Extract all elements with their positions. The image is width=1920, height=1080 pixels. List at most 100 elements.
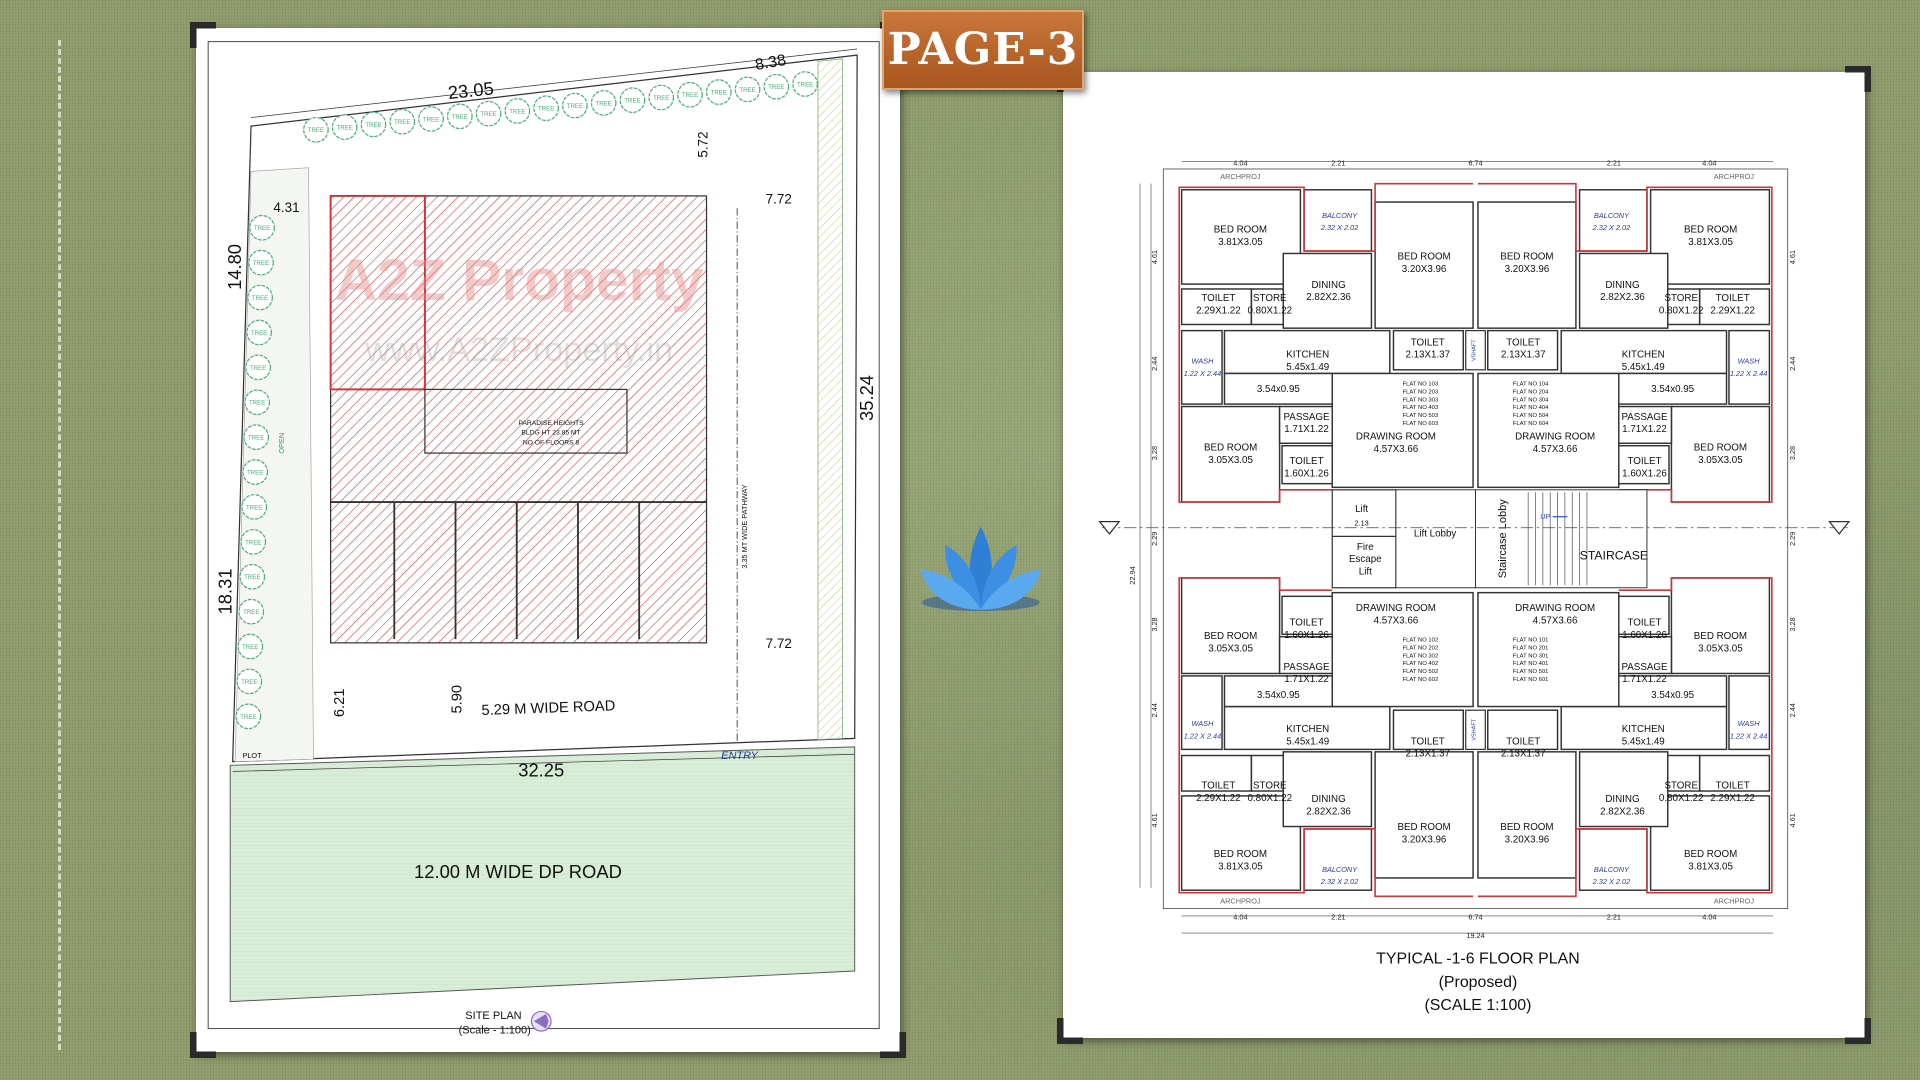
tree-label: TREE [242,644,258,651]
room-name: STORE [1664,781,1698,792]
room-size: 4.57X3.66 [1374,444,1419,455]
dim-side: 2.29 [1150,532,1159,546]
dim-side: 2.44 [1788,703,1797,717]
room-wall [1649,189,1771,285]
dim-bottom: 4.04 [1702,913,1716,922]
room-name: BED ROOM [1684,849,1737,860]
flat-boundary [1477,182,1773,503]
room-name: BED ROOM [1500,822,1553,833]
dim-top: 2.21 [1607,158,1621,167]
flat-number: FLAT NO 603 [1403,421,1439,427]
dim-side: 3.28 [1788,446,1797,460]
tree-label: TREE [653,95,669,102]
site-plan-title: SITE PLAN [465,1010,521,1022]
tree-symbol: TREE [240,528,267,555]
room-wall [1560,329,1728,375]
room-name: TOILET [1411,337,1445,348]
flat-boundary [1178,577,1474,898]
room-size: 3.81X3.05 [1688,861,1733,872]
room-wall [1223,372,1333,405]
room-name: BALCONY [1594,211,1630,220]
tree-symbol: TREE [619,87,646,114]
room-name: TOILET [1289,456,1323,467]
page-badge: PAGE-3 [882,10,1084,90]
floor-plan-scale: (SCALE 1:100) [1424,997,1531,1014]
lift-lobby-label: Lift Lobby [1414,528,1457,539]
tree-label: TREE [308,127,324,134]
fire-lift-label: Lift [1359,566,1372,577]
dim-top: 23.05 [447,77,495,103]
tree-symbol: TREE [734,76,761,103]
room-size: 3.81X3.05 [1218,237,1263,248]
tree-label: TREE [241,679,257,686]
room-size: 0.80X1.22 [1247,793,1292,804]
room-size: 0.80X1.22 [1247,305,1292,316]
room-wall [1223,705,1391,751]
tree-label: TREE [251,330,267,337]
tree-symbol: TREE [248,249,274,276]
tree-label: TREE [240,714,256,721]
lift-lobby [1395,489,1476,589]
dim-bottom: 6.74 [1468,913,1482,922]
section-marker-icon [1098,521,1121,535]
dim-front-setback: 5.72 [696,131,711,157]
room-size: 4.57X3.66 [1533,444,1578,455]
pathway-label: 3.35 MT WIDE PATHWAY [740,484,749,568]
room-wall [1578,189,1648,252]
dim-side: 2.44 [1788,357,1797,371]
tree-symbol: TREE [303,116,329,143]
flat-number: FLAT NO 402 [1403,661,1439,667]
room-wall [1303,189,1373,252]
room-size: 3.20X3.96 [1505,834,1550,845]
room-name: BALCONY [1594,865,1630,874]
watermark-brand: A2Z Property [335,248,704,313]
room-size: 5.45x1.49 [1622,736,1665,747]
room-size: 4.57X3.66 [1533,615,1578,626]
room-size: 0.80X1.22 [1659,305,1704,316]
dim-side: 4.61 [1788,813,1797,827]
building-wing [329,194,426,391]
room-wall [1392,329,1465,371]
tree-label: TREE [254,225,270,232]
room-wall [1392,709,1465,751]
dim-side: 2.44 [1150,703,1159,717]
room-name: BED ROOM [1204,631,1257,642]
fire-lift-label: Escape [1349,554,1382,565]
room-name: PASSAGE [1284,662,1331,673]
room-wall [1282,751,1373,828]
tree-label: TREE [394,119,410,126]
tree-label: TREE [244,574,260,581]
room-wall [1670,405,1771,503]
tree-symbol: TREE [235,703,262,730]
tree-symbol: TREE [562,92,588,119]
tree-label: TREE [682,92,698,99]
room-size: 1.71X1.22 [1284,674,1329,685]
room-size: 5.45x1.49 [1286,362,1329,373]
room-size: 2.82X2.36 [1306,806,1351,817]
lotus-icon [920,526,1041,612]
room-size: 1.60X1.26 [1284,630,1329,641]
tree-symbol: TREE [504,98,531,124]
vshaft [1465,330,1486,371]
dim-side: 4.61 [1150,250,1159,264]
room-name: BED ROOM [1397,822,1450,833]
room-name: WASH [1192,719,1215,728]
room-size: 1.60X1.26 [1284,468,1329,479]
room-wall [1180,795,1302,891]
room-wall [1618,675,1728,708]
room-size: 3.20X3.96 [1402,834,1447,845]
tree-label: TREE [245,539,261,546]
